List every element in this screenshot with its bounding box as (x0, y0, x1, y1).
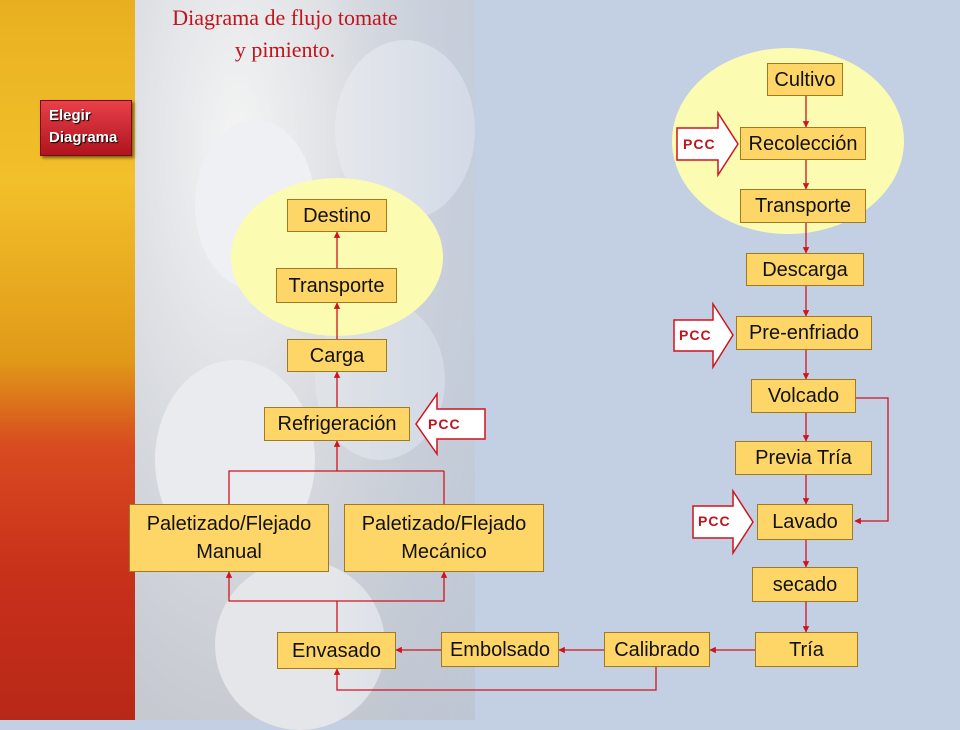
step-envasado[interactable]: Envasado (277, 632, 396, 669)
step-descarga[interactable]: Descarga (746, 253, 864, 286)
step-destino[interactable]: Destino (287, 199, 387, 232)
step-previa-tria[interactable]: Previa Tría (735, 441, 872, 475)
pcc-label: PCC (683, 136, 716, 152)
pcc-arrow-refrigeracion (415, 391, 486, 457)
diagram-title: Diagrama de flujo tomate y pimiento. (172, 5, 398, 62)
step-transporte-destino[interactable]: Transporte (276, 268, 397, 303)
pcc-label: PCC (428, 416, 461, 432)
step-paletizado-mecanico[interactable]: Paletizado/Flejado Mecánico (344, 504, 544, 572)
step-lavado[interactable]: Lavado (757, 504, 853, 540)
step-volcado[interactable]: Volcado (751, 379, 856, 413)
step-carga[interactable]: Carga (287, 339, 387, 372)
pcc-arrow-preenfriado (673, 301, 734, 370)
step-calibrado[interactable]: Calibrado (604, 632, 710, 667)
step-cultivo[interactable]: Cultivo (767, 63, 843, 96)
pcc-arrow-recoleccion (676, 110, 739, 178)
pcc-label: PCC (679, 327, 712, 343)
pcc-arrow-lavado (692, 488, 754, 556)
step-refrigeracion[interactable]: Refrigeración (264, 407, 410, 441)
pcc-label: PCC (698, 513, 731, 529)
choose-diagram-button[interactable]: Elegir Diagrama (40, 100, 132, 156)
step-preenfriado[interactable]: Pre-enfriado (736, 316, 872, 350)
step-paletizado-manual[interactable]: Paletizado/Flejado Manual (129, 504, 329, 572)
step-embolsado[interactable]: Embolsado (441, 632, 559, 667)
step-secado[interactable]: secado (752, 567, 858, 602)
step-recoleccion[interactable]: Recolección (740, 127, 866, 160)
step-transporte-campo[interactable]: Transporte (740, 189, 866, 223)
step-tria[interactable]: Tría (755, 632, 858, 667)
